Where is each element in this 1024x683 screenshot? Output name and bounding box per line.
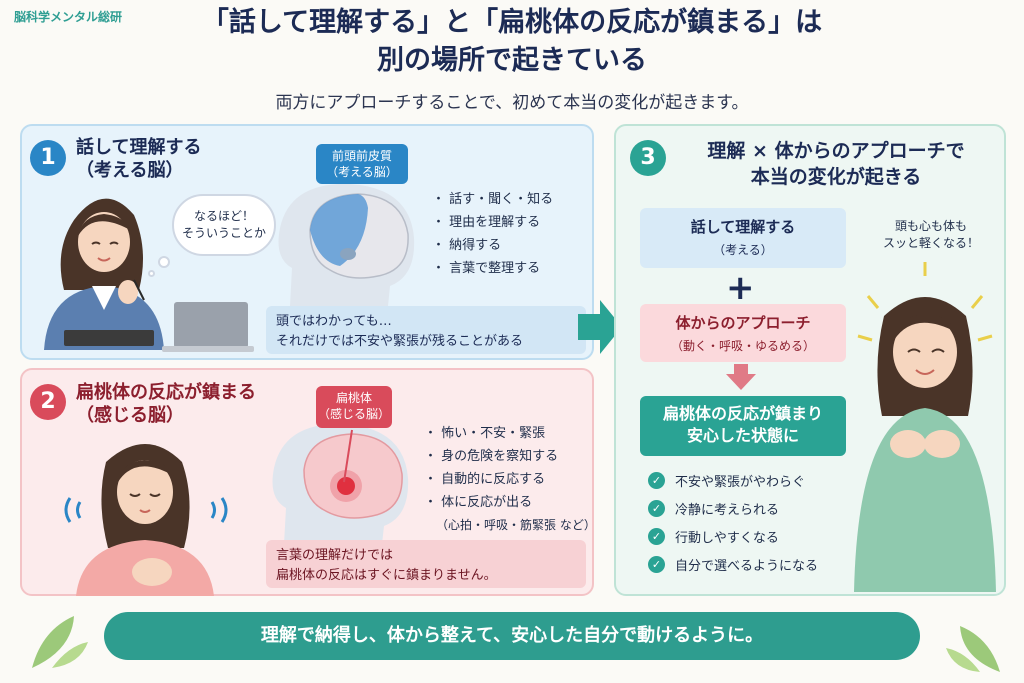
tag-prefrontal-cortex: 前頭前皮質 （考える脳）: [316, 144, 408, 184]
panel2-note: 言葉の理解だけでは 扁桃体の反応はすぐに鎮まりません。: [266, 540, 586, 588]
bullet-text: 体に反応が出る: [441, 495, 533, 510]
list-item: ✓ 行動しやすくなる: [648, 522, 818, 550]
bullet-subtext: （心拍・呼吸・筋緊張 など）: [436, 518, 596, 532]
voice-line1: 頭も心も体も: [894, 219, 967, 233]
panel1-heading-line2: （考える脳）: [76, 160, 184, 181]
bullet-text: 話す・聞く・知る: [449, 192, 554, 207]
check-icon: ✓: [648, 527, 665, 545]
panel1-note: 頭ではわかっても… それだけでは不安や緊張が残ることがある: [266, 306, 586, 354]
brand-name: 脳科学メンタル総研: [14, 10, 123, 24]
relief-caption: 頭も心も体も スッと軽くなる！: [872, 218, 990, 252]
bullet-text: 身の危険を察知する: [441, 449, 559, 464]
bullet-text: 怖い・不安・緊張: [441, 426, 546, 441]
box1-title: 話して理解する: [690, 218, 796, 236]
panel3-heading-line2: 本当の変化が起きる: [750, 166, 922, 188]
brain-prefrontal-icon: [278, 183, 415, 306]
box-calm-state: 扁桃体の反応が鎮まり 安心した状態に: [640, 396, 846, 456]
note2-line2: 扁桃体の反応はすぐに鎮まりません。: [276, 568, 497, 583]
page-subtitle: 両方にアプローチすることで、初めて本当の変化が起きます。: [275, 93, 749, 113]
woman-at-laptop-illustration: [44, 198, 254, 352]
box3-line1: 扁桃体の反応が鎮まり: [662, 404, 823, 423]
list-item: ✓ 不安や緊張がやわらぐ: [648, 466, 818, 494]
benefit-checklist: ✓ 不安や緊張がやわらぐ ✓ 冷静に考えられる ✓ 行動しやすくなる ✓ 自分で選べるよ…: [648, 466, 818, 578]
note2-line1: 言葉の理解だけでは: [276, 548, 394, 563]
box2-sub: （動く・呼吸・ゆるめる）: [670, 339, 815, 353]
relieved-woman-illustration: [854, 262, 996, 592]
panel3-heading: 理解 × 体からのアプローチで 本当の変化が起きる: [676, 138, 996, 190]
panel3-heading-line1: 理解 × 体からのアプローチで: [707, 140, 965, 162]
bullet-text: 言葉で整理する: [449, 261, 541, 276]
check-icon: ✓: [648, 471, 665, 489]
panel2-heading-line2: （感じる脳）: [76, 405, 184, 426]
box1-sub: （考える）: [713, 243, 773, 257]
down-arrow-icon: [726, 364, 756, 390]
box3-line2: 安心した状態に: [686, 426, 799, 445]
thought-bubble: なるほど！ そういうことか: [172, 194, 276, 256]
amygdala-pointer: [343, 429, 353, 483]
bullet-text: 自動的に反応する: [441, 472, 546, 487]
plus-sign: +: [726, 268, 755, 308]
panel1-heading: 話して理解する （考える脳）: [76, 136, 201, 182]
voice-line2: スッと軽くなる！: [882, 236, 979, 250]
panel2-bullet-list: ・ 怖い・不安・緊張 ・ 身の危険を察知する ・ 自動的に反応する ・ 体に反応…: [424, 422, 596, 537]
check-text: 行動しやすくなる: [675, 530, 779, 546]
list-item: ✓ 自分で選べるようになる: [648, 550, 818, 578]
check-text: 不安や緊張がやわらぐ: [675, 474, 806, 490]
note1-line1: 頭ではわかっても…: [276, 314, 392, 329]
list-item: ・ 理由を理解する: [432, 215, 541, 230]
bullet-text: 納得する: [449, 238, 502, 253]
page-title: 「話して理解する」と「扁桃体の反応が鎮まる」は 別の場所で起きている: [0, 4, 1024, 80]
list-item: ・ 体に反応が出る: [424, 495, 533, 510]
tag2-line2: （感じる脳）: [317, 407, 390, 421]
panel2-heading: 扁桃体の反応が鎮まる （感じる脳）: [76, 381, 256, 427]
tag-amygdala: 扁桃体 （感じる脳）: [316, 386, 392, 428]
step-number-3: 3: [630, 140, 666, 176]
title-line-2: 別の場所で起きている: [377, 45, 647, 76]
footer-banner: 理解で納得し、体から整えて、安心した自分で動けるように。: [104, 612, 920, 660]
box-talk-understand: 話して理解する （考える）: [640, 208, 846, 268]
calm-woman-illustration: [64, 444, 228, 596]
leaf-icon: [946, 626, 1000, 672]
panel1-bullet-list: ・ 話す・聞く・知る ・ 理由を理解する ・ 納得する ・ 言葉で整理する: [432, 188, 553, 280]
check-icon: ✓: [648, 499, 665, 517]
step-number-2: 2: [30, 384, 66, 420]
list-item: ・ 言葉で整理する: [432, 261, 541, 276]
list-item: ・ 自動的に反応する: [424, 472, 546, 487]
check-text: 自分で選べるようになる: [675, 558, 819, 574]
bullet-text: 理由を理解する: [449, 215, 541, 230]
panel2-heading-line1: 扁桃体の反応が鎮まる: [76, 382, 256, 403]
title-line-1: 「話して理解する」と「扁桃体の反応が鎮まる」は: [201, 7, 823, 38]
list-item: ・ 怖い・不安・緊張: [424, 426, 546, 441]
bubble-line2: そういうことか: [181, 226, 266, 240]
list-item: ✓ 冷静に考えられる: [648, 494, 818, 522]
right-arrow-icon: [578, 300, 622, 354]
tag1-line2: （考える脳）: [326, 165, 398, 179]
brain-amygdala-icon: [272, 423, 409, 544]
note1-line2: それだけでは不安や緊張が残ることがある: [276, 334, 524, 349]
tag1-line1: 前頭前皮質: [331, 149, 392, 163]
check-icon: ✓: [648, 555, 665, 573]
bubble-line1: なるほど！: [193, 209, 254, 223]
sparkle-lines-icon: [857, 262, 993, 342]
list-item: ・ 話す・聞く・知る: [432, 192, 554, 207]
bubble-tail: [158, 256, 170, 268]
tag2-line1: 扁桃体: [335, 391, 372, 405]
list-item: ・ 身の危険を察知する: [424, 449, 559, 464]
box-body-approach: 体からのアプローチ （動く・呼吸・ゆるめる）: [640, 304, 846, 362]
step-number-1: 1: [30, 140, 66, 176]
panel1-heading-line1: 話して理解する: [76, 137, 202, 158]
check-text: 冷静に考えられる: [675, 502, 780, 518]
bubble-tail-small: [148, 270, 155, 277]
box2-title: 体からのアプローチ: [675, 314, 811, 332]
leaf-icon: [32, 616, 88, 668]
list-item: ・ 納得する: [432, 238, 502, 253]
